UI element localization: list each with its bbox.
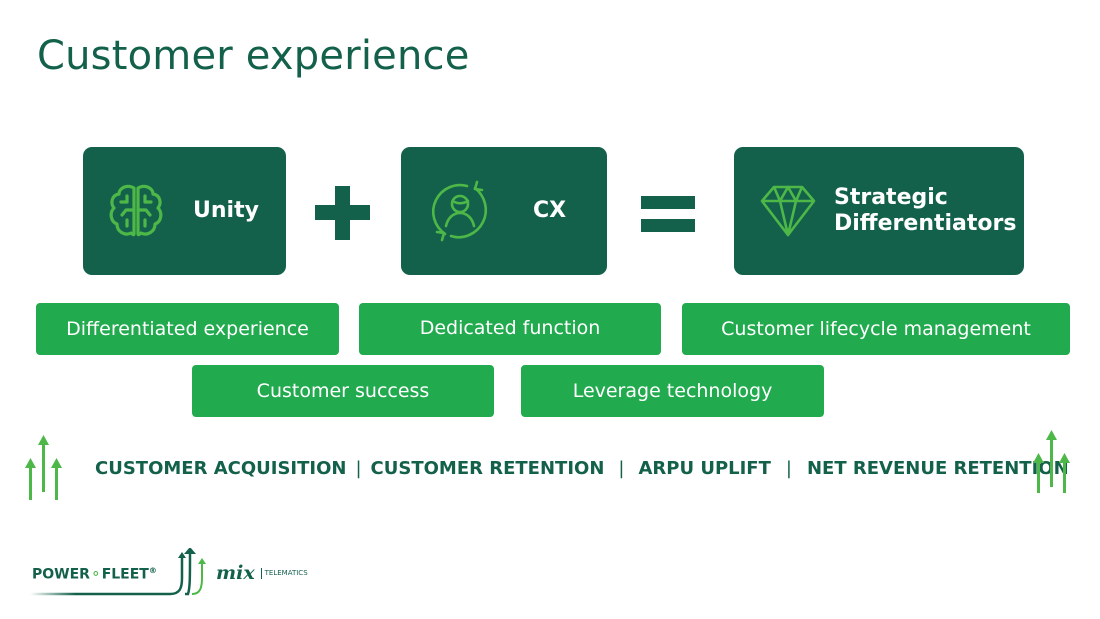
metric-net-revenue-retention: NET REVENUE RETENTION — [806, 458, 1069, 479]
pill-customer-success: Customer success — [192, 365, 494, 417]
metric-arpu-uplift: ARPU UPLIFT — [638, 458, 771, 479]
metric-separator: | — [785, 458, 792, 479]
brain-icon — [109, 184, 163, 237]
strategic-differentiators-label: Strategic Differentiators — [834, 184, 1017, 236]
growth-arrows-left-icon — [25, 435, 62, 500]
metric-separator: | — [618, 458, 625, 479]
customer-cycle-icon — [432, 180, 488, 242]
pill-differentiated-experience: Differentiated experience — [36, 303, 339, 355]
diamond-icon — [760, 185, 816, 237]
powerfleet-o-icon: ⚬ — [89, 566, 102, 583]
growth-arrows-right-icon — [1033, 430, 1070, 493]
logo-swoosh-icon — [30, 548, 340, 596]
cx-box: CX — [401, 147, 607, 275]
metrics-bar: CUSTOMER ACQUISITION | CUSTOMER RETENTION |… — [95, 458, 1069, 479]
metric-customer-retention: CUSTOMER RETENTION — [370, 458, 605, 479]
pill-customer-lifecycle-management: Customer lifecycle management — [682, 303, 1070, 355]
strategic-differentiators-box: Strategic Differentiators — [734, 147, 1024, 275]
slide-title: Customer experience — [37, 33, 470, 79]
pill-dedicated-function: Dedicated function — [359, 303, 661, 355]
metric-customer-acquisition: CUSTOMER ACQUISITION — [95, 458, 347, 479]
unity-box: Unity — [83, 147, 286, 275]
unity-label: Unity — [193, 197, 259, 223]
pill-leverage-technology: Leverage technology — [521, 365, 824, 417]
cx-label: CX — [533, 197, 567, 223]
powerfleet-logo: POWER⚬FLEET® — [32, 566, 157, 583]
metric-separator: | — [355, 458, 362, 479]
mix-telematics-logo: mix TELEMATICS — [216, 562, 308, 584]
